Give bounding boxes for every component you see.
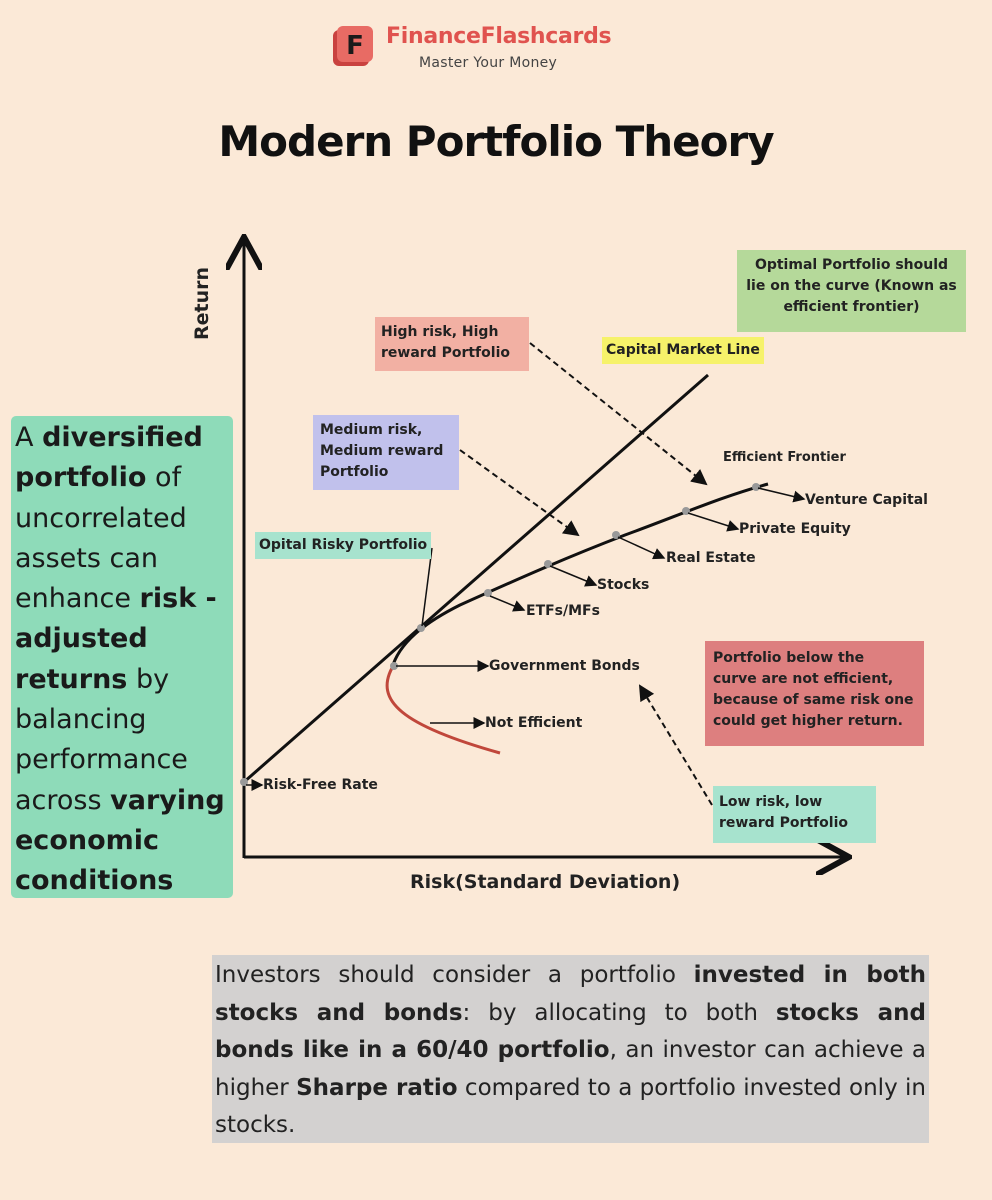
arrow-venture-capital: [757, 487, 806, 503]
efficient-frontier-label: Efficient Frontier: [723, 450, 846, 465]
sharpe-ratio-note: Investors should consider a portfolio in…: [212, 955, 929, 1143]
point-government-bonds: [390, 662, 398, 670]
arrow-real-estate: [617, 536, 666, 560]
callout-low-risk: Low risk, low reward Portfolio: [713, 786, 876, 843]
brand-tagline: Master Your Money: [419, 55, 558, 71]
arrow-private-equity: [687, 512, 740, 532]
pointer-optimal-risky: [421, 547, 433, 627]
point-optimal-risky: [417, 624, 425, 632]
dashed-arrow-high-risk: [529, 342, 708, 486]
inefficient-curve: [385, 667, 501, 755]
y-axis-label: Return: [191, 266, 213, 340]
logo-letter: F: [346, 31, 364, 61]
dashed-arrow-medium-risk: [459, 449, 580, 537]
arrow-etfs: [489, 595, 526, 612]
real-estate-label: Real Estate: [666, 550, 756, 566]
etfs-label: ETFs/MFs: [526, 603, 600, 619]
callout-medium-risk: Medium risk, Medium reward Portfolio: [313, 415, 459, 490]
logo-icon: F: [333, 26, 373, 66]
stocks-label: Stocks: [597, 577, 650, 593]
not-efficient-label: Not Efficient: [485, 715, 583, 731]
venture-capital-label: Venture Capital: [805, 492, 928, 508]
point-venture-capital: [752, 483, 760, 491]
government-bonds-label: Government Bonds: [489, 658, 640, 674]
x-axis-label: Risk(Standard Deviation): [410, 871, 681, 893]
private-equity-label: Private Equity: [739, 521, 851, 537]
arrow-stocks: [549, 565, 598, 587]
risk-free-label: Risk-Free Rate: [263, 777, 378, 793]
point-etfs: [484, 589, 492, 597]
callout-below-curve: Portfolio below the curve are not effici…: [705, 641, 924, 746]
brand-name: FinanceFlashcards: [386, 24, 612, 49]
callout-optimal-portfolio: Optimal Portfolio should lie on the curv…: [737, 250, 966, 332]
callout-high-risk: High risk, High reward Portfolio: [375, 317, 529, 371]
capital-market-line-label: Capital Market Line: [602, 337, 764, 364]
point-risk-free: [240, 778, 248, 786]
page-title: Modern Portfolio Theory: [218, 117, 774, 166]
brand-logo: F: [331, 24, 375, 68]
optimal-risky-portfolio-label: Opital Risky Portfolio: [255, 532, 432, 559]
dashed-arrow-low-risk: [638, 684, 713, 806]
efficient-frontier-curve: [390, 482, 769, 669]
capital-market-line: [243, 373, 709, 784]
